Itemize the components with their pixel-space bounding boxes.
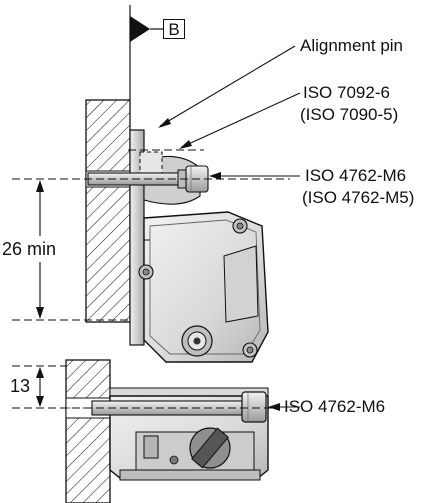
lower-mounting-wall	[65, 359, 111, 503]
dimension-label-lower: 13	[8, 376, 33, 396]
center-lines	[12, 149, 290, 409]
dimension-label-upper: 26 min	[0, 239, 59, 259]
callout-iso-4762-m5: (ISO 4762-M5)	[302, 188, 415, 207]
callout-iso-7090: (ISO 7090-5)	[300, 105, 399, 124]
datum-label: B	[163, 19, 185, 39]
callout-alignment-pin: Alignment pin	[300, 36, 404, 55]
callout-iso-4762-m6-bottom: ISO 4762-M6	[284, 397, 386, 416]
dimension-upper	[12, 180, 130, 321]
actuator-body	[138, 211, 269, 363]
leader-lines	[158, 45, 301, 411]
datum-reference	[129, 5, 163, 100]
callout-iso-7092: ISO 7092-6	[303, 83, 390, 102]
dimension-lower	[12, 365, 66, 407]
callout-iso-4762-m6-top: ISO 4762-M6	[305, 166, 407, 185]
upper-mounting-wall	[85, 99, 131, 323]
lower-screw	[91, 391, 267, 423]
switch-housing	[109, 387, 269, 481]
